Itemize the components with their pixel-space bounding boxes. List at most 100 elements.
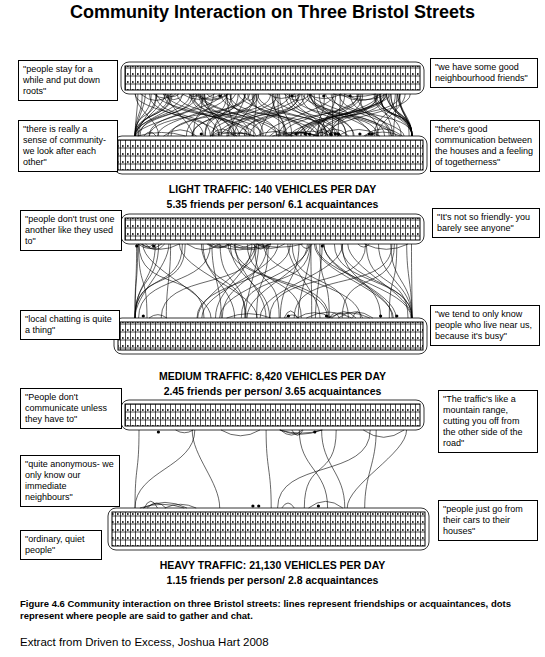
quote-text: "The traffic's like a mountain range, cu… xyxy=(443,394,533,449)
chat-dot xyxy=(329,132,332,135)
chat-dot xyxy=(157,430,160,433)
friendship-line xyxy=(245,94,299,136)
chat-dot xyxy=(349,94,352,97)
friendship-line xyxy=(135,244,169,318)
chat-dot xyxy=(287,314,290,317)
quote-box: "people just go from their cars to their… xyxy=(438,500,538,541)
street-outline xyxy=(121,62,424,94)
friendship-line xyxy=(139,244,211,318)
neighbour-line xyxy=(253,244,268,249)
neighbour-line xyxy=(257,244,285,248)
friendship-line xyxy=(391,244,412,318)
friendship-line xyxy=(279,94,358,136)
neighbour-line xyxy=(243,94,255,101)
friendship-line xyxy=(278,430,371,508)
friendship-line xyxy=(348,244,412,318)
chat-dot xyxy=(308,132,311,135)
neighbour-line xyxy=(144,501,157,508)
friendship-line xyxy=(212,244,221,318)
neighbour-line xyxy=(340,94,381,101)
quote-text: "people don't trust one another like the… xyxy=(25,214,117,247)
neighbour-line xyxy=(309,501,343,508)
chat-dot xyxy=(295,132,298,135)
friendship-line xyxy=(270,244,366,318)
neighbour-line xyxy=(144,132,156,136)
neighbour-line xyxy=(338,312,373,318)
house-row xyxy=(112,512,425,546)
chat-dot xyxy=(135,244,138,247)
friendship-line xyxy=(221,94,301,136)
chat-dot xyxy=(321,244,324,247)
neighbour-line xyxy=(213,244,229,247)
friendship-line xyxy=(376,94,412,136)
street-rows xyxy=(108,62,429,550)
friendship-line xyxy=(257,244,269,318)
neighbour-line xyxy=(297,313,332,318)
friendship-line xyxy=(274,94,339,136)
neighbour-line xyxy=(221,430,260,436)
neighbour-line xyxy=(141,244,180,249)
neighbour-line xyxy=(286,133,317,136)
quote-box: "It's not so friendly- you barely see an… xyxy=(432,208,540,238)
neighbour-line xyxy=(337,129,380,136)
neighbour-line xyxy=(321,129,349,136)
neighbour-line xyxy=(333,94,376,97)
neighbour-line xyxy=(187,244,220,250)
neighbour-line xyxy=(224,94,236,100)
friendship-line xyxy=(135,94,182,136)
neighbour-line xyxy=(301,244,313,249)
neighbour-line xyxy=(149,315,167,318)
quote-box: "people stay for a while and put down ro… xyxy=(18,60,118,101)
quote-text: "quite anonymous- we only know our immed… xyxy=(25,459,115,503)
friendship-line xyxy=(320,94,336,136)
friendship-line xyxy=(227,94,299,136)
neighbour-line xyxy=(147,503,166,508)
friendship-line xyxy=(140,94,192,136)
neighbour-line xyxy=(212,133,255,136)
neighbour-line xyxy=(195,94,228,99)
friendship-line xyxy=(192,430,220,508)
friendship-line xyxy=(143,244,211,318)
friendship-line xyxy=(203,244,246,318)
neighbour-line xyxy=(331,132,341,136)
street-outline xyxy=(121,400,424,430)
friendship-line xyxy=(218,94,290,136)
friendship-line xyxy=(230,94,263,136)
chat-dot xyxy=(200,132,203,135)
friendship-line xyxy=(135,244,182,318)
friendship-line xyxy=(265,94,334,136)
friendship-line xyxy=(314,244,393,318)
neighbour-line xyxy=(227,314,271,318)
friendship-line xyxy=(375,94,412,136)
neighbour-line xyxy=(138,132,186,136)
source-note: Extract from Driven to Excess, Joshua Ha… xyxy=(20,636,269,648)
friendship-line xyxy=(324,244,392,318)
street-outline xyxy=(114,318,427,354)
friendship-line xyxy=(256,94,327,136)
house-row xyxy=(125,66,420,90)
friendship-line xyxy=(197,244,290,318)
figure-caption: Figure 4.6 Community interaction on thre… xyxy=(20,598,525,622)
quote-text: "we have some good neighbourhood friends… xyxy=(435,62,533,84)
traffic-label: HEAVY TRAFFIC: 21,130 VEHICLES PER DAY xyxy=(0,559,545,571)
chat-dot xyxy=(337,132,340,135)
quote-box: "people don't trust one another like the… xyxy=(20,210,122,251)
friendship-line xyxy=(179,244,257,318)
friendship-line xyxy=(135,244,185,318)
neighbour-line xyxy=(268,94,294,98)
chat-dot xyxy=(304,132,307,135)
chat-dot xyxy=(368,132,371,135)
traffic-label: 5.35 friends per person/ 6.1 acquaintanc… xyxy=(0,198,545,210)
quote-text: "It's not so friendly- you barely see an… xyxy=(437,212,535,234)
neighbour-line xyxy=(176,430,194,433)
friendship-line xyxy=(379,244,413,318)
neighbour-line xyxy=(163,94,184,100)
friendship-line xyxy=(135,430,195,508)
neighbour-line xyxy=(363,430,404,437)
neighbour-line xyxy=(328,313,370,318)
friendship-line xyxy=(318,94,383,136)
friendship-line xyxy=(213,94,232,136)
traffic-label: LIGHT TRAFFIC: 140 VEHICLES PER DAY xyxy=(0,183,545,195)
friendship-line xyxy=(171,94,270,136)
friendship-line xyxy=(320,244,330,318)
